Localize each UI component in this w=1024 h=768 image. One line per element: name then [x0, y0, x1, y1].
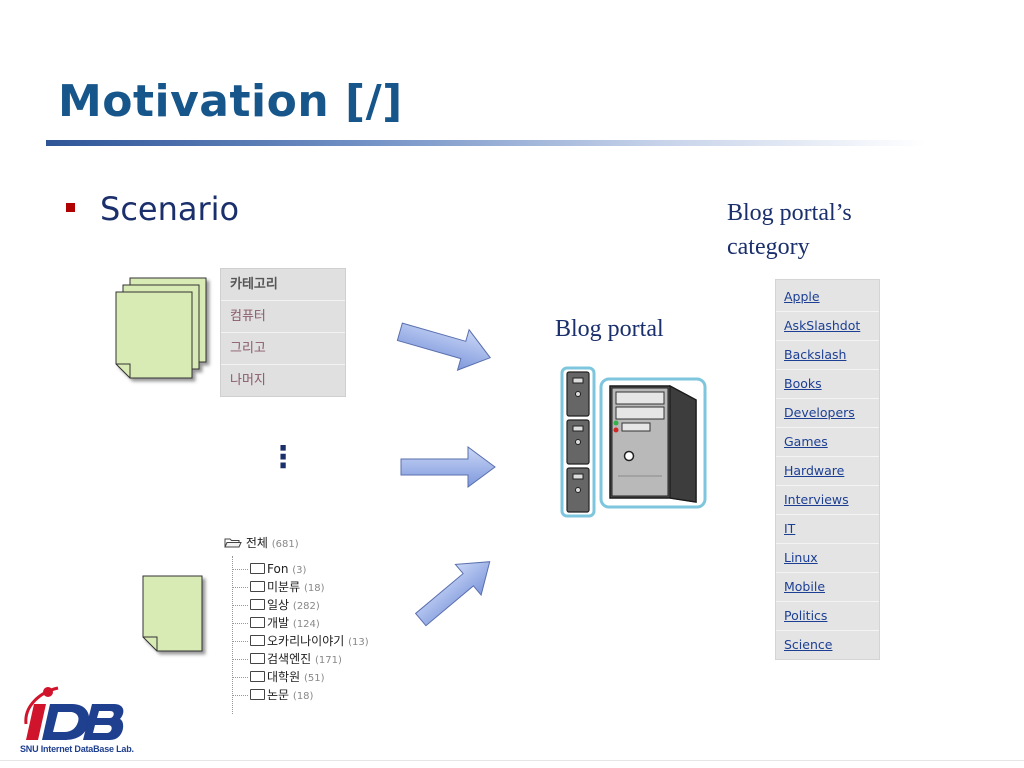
- folder-item-count: (18): [292, 691, 314, 702]
- server-rack-icon: [560, 366, 596, 518]
- folder-tree-items: Fon (3) 미분류 (18) 일상 (282) 개발 (124) 오카리나이…: [224, 560, 404, 704]
- portal-category-link[interactable]: Apple: [784, 289, 820, 304]
- folder-item-label: 일상: [267, 598, 290, 612]
- folder-item-label: 미분류: [267, 580, 301, 594]
- folder-tree-root[interactable]: 전체 (681): [224, 534, 404, 552]
- blog-portal-label: Blog portal: [555, 316, 664, 342]
- folder-item-label: 논문: [267, 688, 290, 702]
- portal-category-link[interactable]: Politics: [776, 601, 879, 630]
- portal-category-link[interactable]: Backslash: [776, 340, 879, 369]
- open-folder-icon: [224, 538, 242, 548]
- document-icon: [142, 575, 203, 652]
- korean-category-header: 카테고리: [230, 277, 278, 292]
- folder-item[interactable]: 검색엔진 (171): [232, 650, 404, 668]
- korean-category-item[interactable]: 컴퓨터: [221, 300, 345, 332]
- portal-category-label: Blog portal’s category: [727, 196, 852, 264]
- folder-item-label: 오카리나이야기: [267, 634, 345, 648]
- folder-tree-root-label: 전체: [245, 536, 268, 550]
- folder-item[interactable]: 논문 (18): [232, 686, 404, 704]
- folder-item[interactable]: Fon (3): [232, 560, 404, 578]
- tree-guide-line: [232, 556, 233, 714]
- folder-item-label: 개발: [267, 616, 290, 630]
- folder-item-count: (51): [303, 673, 325, 684]
- folder-item[interactable]: 오카리나이야기 (13): [232, 632, 404, 650]
- bullet-scenario: Scenario: [100, 190, 240, 228]
- portal-category-link[interactable]: Hardware: [776, 456, 879, 485]
- portal-category-label-line2: category: [727, 234, 810, 260]
- folder-item[interactable]: 일상 (282): [232, 596, 404, 614]
- portal-category-link[interactable]: Mobile: [776, 572, 879, 601]
- folder-item-count: (282): [292, 601, 320, 612]
- portal-category-link[interactable]: AskSlashdot: [776, 311, 879, 340]
- folder-icon: [250, 563, 265, 574]
- slide-title: Motivation [/]: [58, 76, 403, 127]
- arrow-bottom-icon: [414, 561, 491, 627]
- portal-category-link[interactable]: Developers: [776, 398, 879, 427]
- folder-item[interactable]: 미분류 (18): [232, 578, 404, 596]
- folder-item-label: Fon: [267, 562, 289, 576]
- folder-icon: [250, 599, 265, 610]
- idb-logo: [24, 686, 124, 740]
- folder-icon: [250, 617, 265, 628]
- portal-category-link[interactable]: Science: [776, 630, 879, 659]
- bullet-square-icon: [66, 203, 75, 212]
- folder-item-count: (3): [292, 565, 307, 576]
- portal-category-link[interactable]: Interviews: [776, 485, 879, 514]
- folder-item-count: (18): [303, 583, 325, 594]
- logo-subtitle: SNU Internet DataBase Lab.: [20, 744, 134, 754]
- korean-category-list: 카테고리 컴퓨터 그리고 나머지: [220, 268, 346, 397]
- korean-category-item[interactable]: 그리고: [221, 332, 345, 364]
- title-underline: [46, 140, 926, 146]
- folder-icon: [250, 581, 265, 592]
- computer-tower-icon: [599, 377, 707, 509]
- folder-item[interactable]: 대학원 (51): [232, 668, 404, 686]
- portal-category-link[interactable]: Books: [776, 369, 879, 398]
- folder-icon: [250, 671, 265, 682]
- portal-category-link[interactable]: IT: [776, 514, 879, 543]
- document-stack-icon: [115, 277, 207, 379]
- folder-tree: 전체 (681) Fon (3) 미분류 (18) 일상 (282) 개발 (1…: [224, 534, 404, 714]
- portal-category-label-line1: Blog portal’s: [727, 200, 852, 226]
- folder-item-label: 대학원: [267, 670, 301, 684]
- portal-category-list: Apple AskSlashdot Backslash Books Develo…: [775, 279, 880, 660]
- folder-item[interactable]: 개발 (124): [232, 614, 404, 632]
- korean-category-item[interactable]: 나머지: [221, 364, 345, 396]
- folder-item-count: (13): [348, 637, 369, 648]
- footer-divider: [0, 760, 1024, 761]
- arrow-middle-icon: [400, 446, 496, 488]
- portal-category-link[interactable]: Linux: [776, 543, 879, 572]
- folder-tree-root-count: (681): [271, 539, 299, 550]
- folder-item-count: (124): [292, 619, 320, 630]
- folder-icon: [250, 635, 265, 646]
- portal-category-link[interactable]: Games: [776, 427, 879, 456]
- folder-icon: [250, 653, 265, 664]
- arrow-top-icon: [396, 322, 492, 371]
- folder-item-label: 검색엔진: [267, 652, 312, 666]
- folder-item-count: (171): [315, 655, 342, 666]
- vertical-ellipsis: ⋮: [268, 440, 298, 475]
- folder-icon: [250, 689, 265, 700]
